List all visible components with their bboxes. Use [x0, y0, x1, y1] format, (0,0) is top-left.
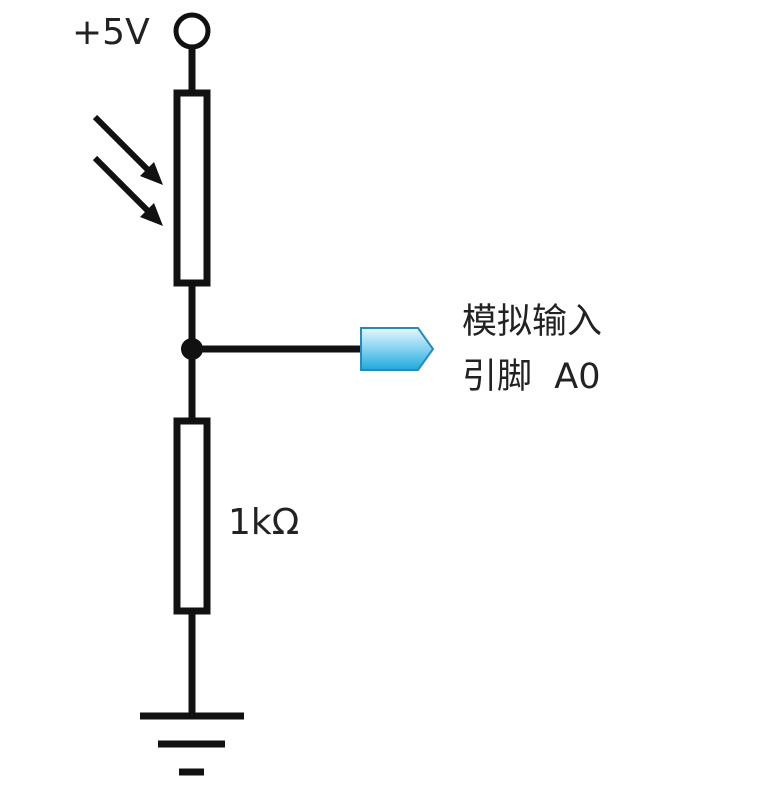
photoresistor: [173, 89, 211, 287]
ground-icon: [140, 712, 244, 776]
resistor-label: 1kΩ: [228, 502, 299, 543]
signal-connector: [360, 327, 435, 371]
pin-label-line1: 模拟输入: [462, 302, 602, 342]
fixed-resistor: [173, 417, 211, 615]
supply-label: +5V: [72, 12, 150, 53]
light-arrows-icon: [92, 114, 163, 226]
pin-label-line2: 引脚 A0: [462, 357, 600, 397]
supply-terminal: [173, 12, 211, 50]
